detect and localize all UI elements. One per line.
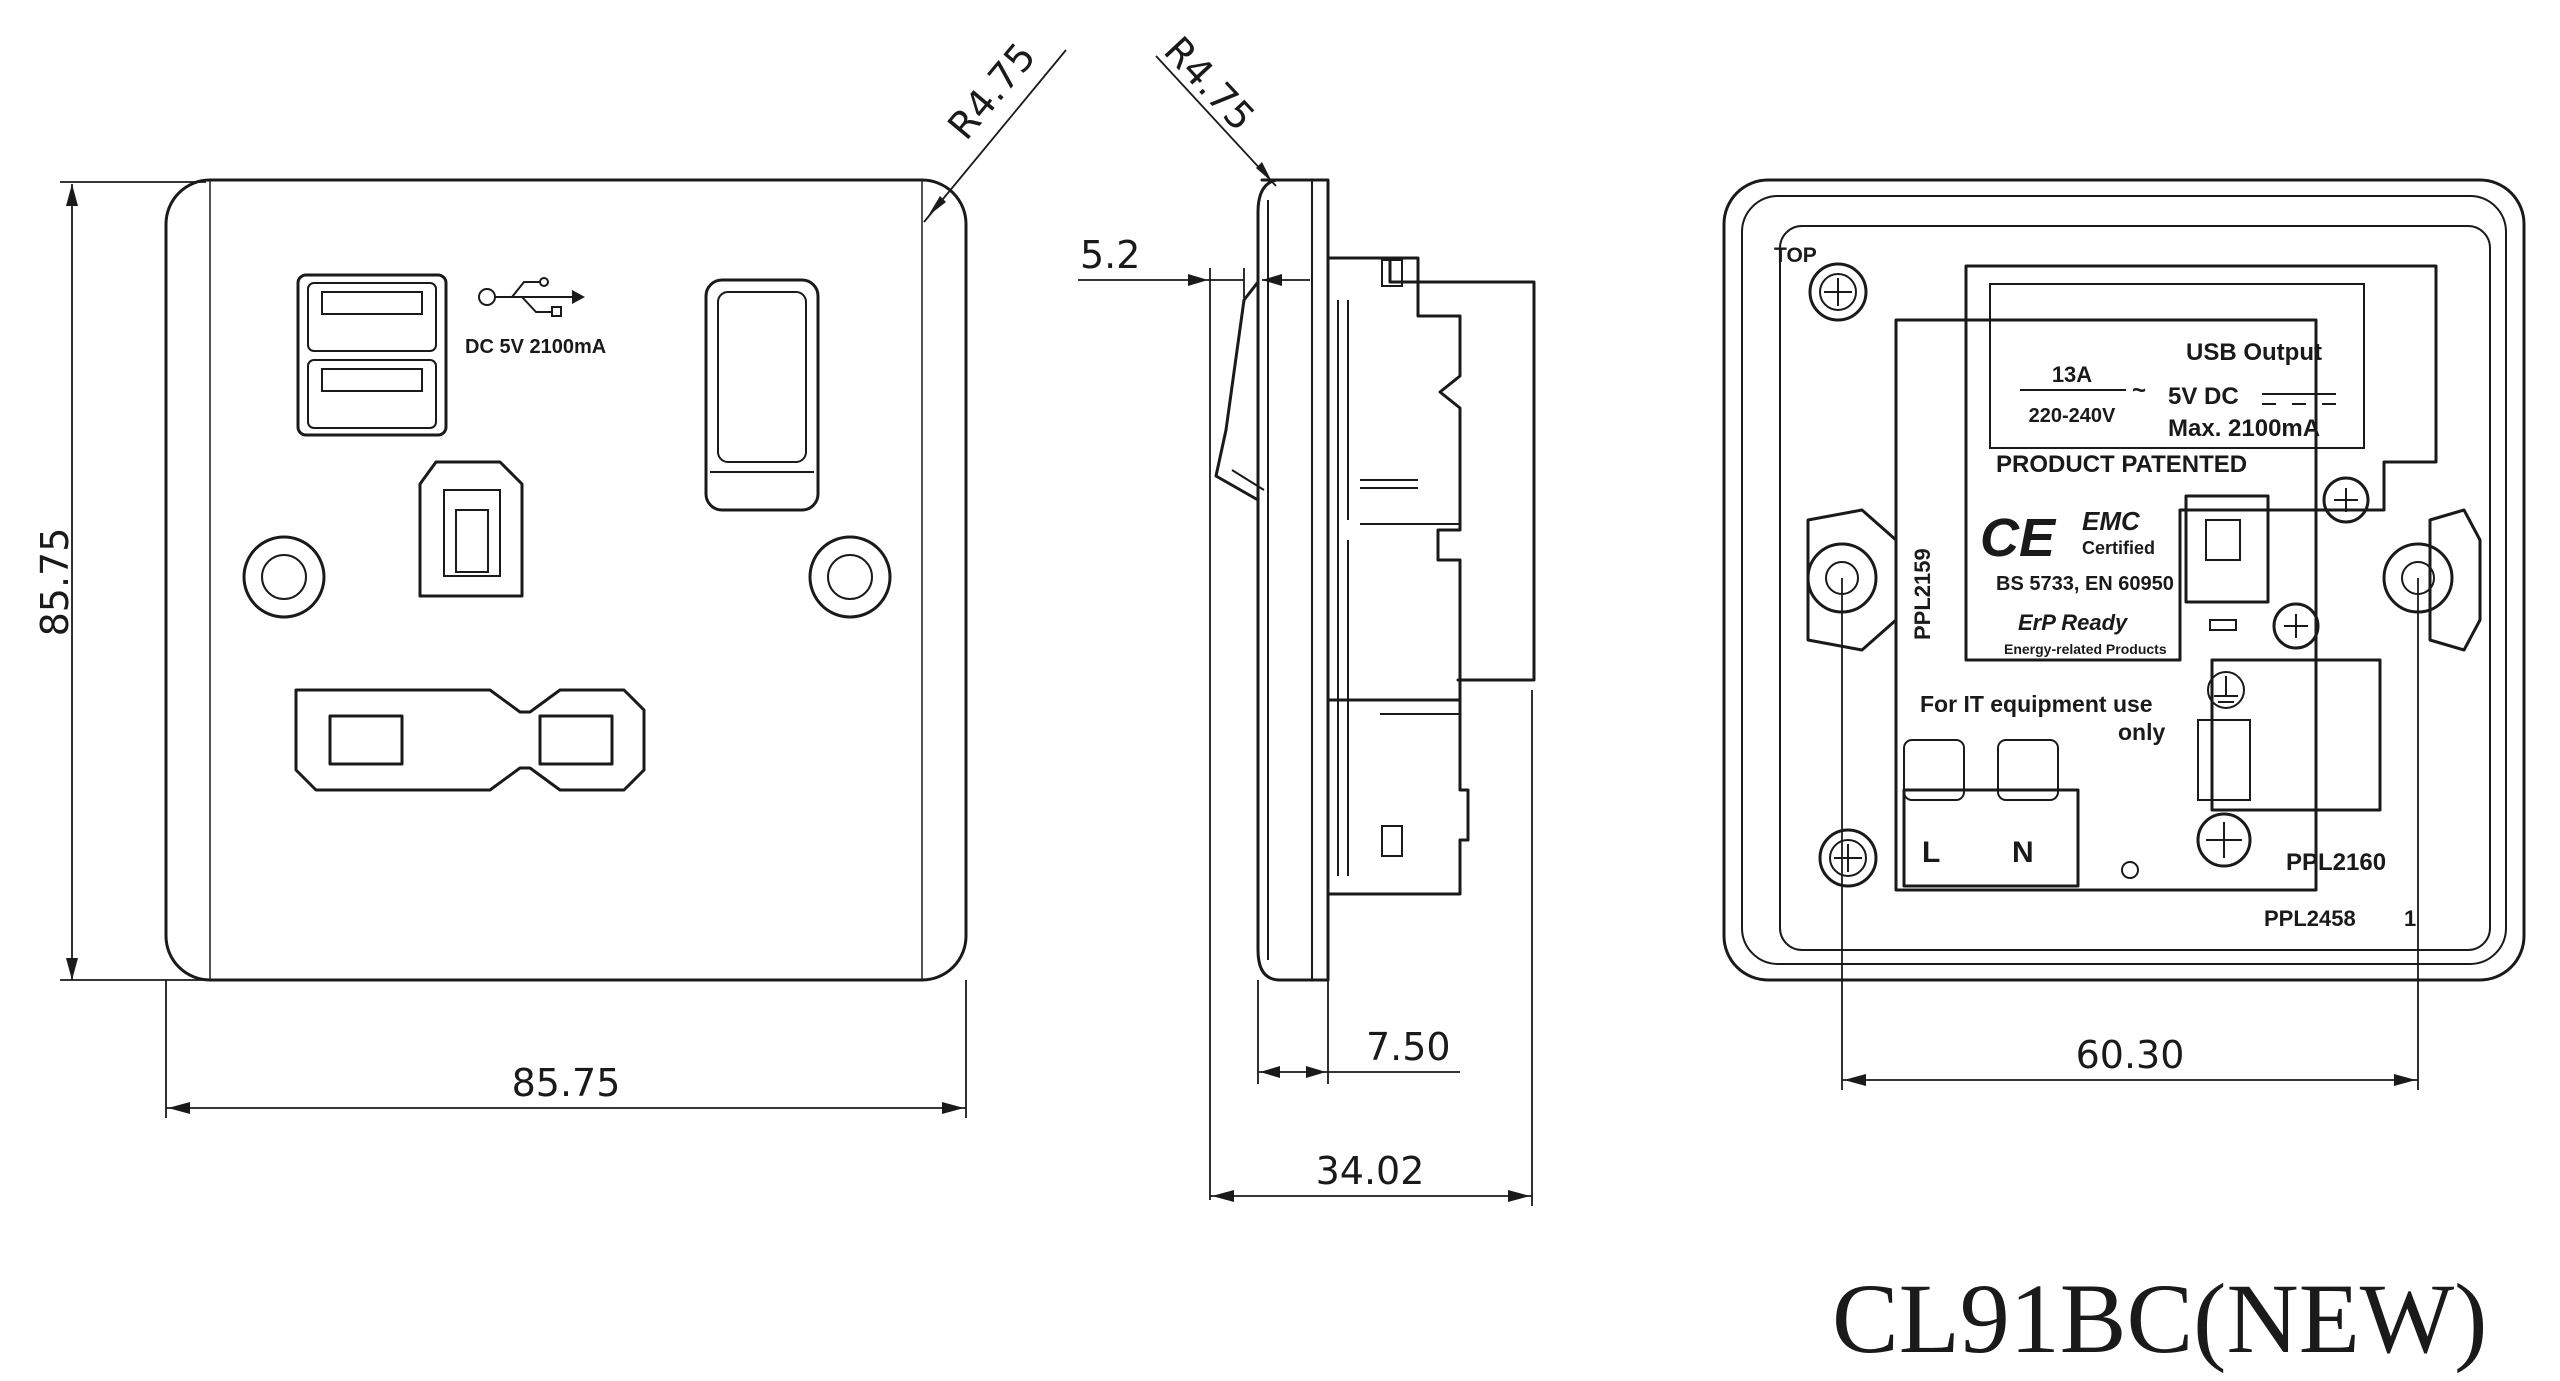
rear-screw-bottom-left — [1818, 828, 1878, 888]
ce-mark: CE — [1980, 508, 2057, 568]
side-radius-value: R4.75 — [1155, 28, 1263, 139]
earth-screw — [2196, 812, 2252, 868]
rear-rating-box — [1989, 283, 2365, 449]
ppl2159-label: PPL2159 — [1910, 548, 1935, 640]
model-title: CL91BC(NEW) — [1832, 1263, 2487, 1374]
earth-pin-slot — [455, 509, 489, 573]
rating-voltage: 220-240V — [2029, 405, 2116, 427]
rear-spacing-value: 60.30 — [2076, 1033, 2185, 1077]
side-view — [1214, 178, 1536, 982]
rear-top-label: TOP — [1774, 244, 1817, 267]
side-faceplate — [1256, 178, 1330, 982]
rev-label: 1 — [2404, 906, 2416, 931]
side-body-upper — [1326, 256, 1462, 702]
ppl2160-label: PPL2160 — [2286, 849, 2386, 876]
live-neutral-outline — [294, 688, 646, 792]
rear-screw-top-left — [1808, 262, 1868, 322]
live-pin-hole — [328, 714, 404, 766]
rear-lug-right — [2428, 508, 2482, 652]
terminal-n-label: N — [2012, 836, 2034, 869]
rating-current: 13A — [2052, 362, 2092, 387]
usb-port-lower-slot — [321, 368, 423, 392]
front-width-value: 85.75 — [512, 1061, 621, 1105]
side-offset-value: 5.2 — [1080, 233, 1140, 277]
rear-spacing-dimension: 60.30 — [1841, 578, 2419, 1090]
usb-output-voltage: 5V DC — [2168, 383, 2239, 410]
front-height-dimension: 85.75 — [33, 181, 206, 981]
rear-switch-module — [2184, 494, 2270, 604]
ac-tilde-icon: ~ — [2132, 377, 2146, 404]
it-use-label-1: For IT equipment use — [1920, 691, 2153, 717]
side-plate-depth-value: 7.50 — [1366, 1025, 1451, 1069]
ppl2458-label: PPL2458 — [2264, 906, 2356, 931]
usb-output-title: USB Output — [2186, 339, 2322, 366]
terminal-screw-l — [1903, 739, 1965, 801]
front-radius-value: R4.75 — [939, 34, 1044, 147]
usb-port-upper — [307, 282, 437, 352]
front-screw-left — [242, 535, 326, 619]
rear-view: TOP 13A 220-240V ~ USB Output 5V DC Max.… — [1722, 178, 2526, 982]
rear-plate-outer — [1722, 178, 2526, 982]
side-total-depth-dimension: 34.02 — [1210, 690, 1533, 1206]
earth-symbol-icon — [2207, 671, 2245, 709]
side-body-rear — [1388, 256, 1536, 682]
usb-output-max: Max. 2100mA — [2168, 415, 2320, 442]
certified-label: Certified — [2082, 538, 2155, 558]
usb-port-lower — [307, 359, 437, 429]
front-radius-dimension: R4.75 — [923, 34, 1067, 223]
earth-terminal-housing — [2210, 658, 2382, 812]
side-offset-dimension: 5.2 — [1078, 233, 1310, 1200]
neutral-pin-hole — [538, 714, 614, 766]
terminal-l-label: L — [1922, 836, 1940, 869]
usb-symbol-icon — [478, 277, 585, 317]
erp-sub-label: Energy-related Products — [2004, 641, 2167, 657]
earth-pin-hole — [418, 460, 524, 598]
it-use-label-2: only — [2118, 719, 2165, 745]
rocker-switch-face — [717, 291, 807, 463]
side-radius-dimension: R4.75 — [1155, 28, 1277, 187]
terminal-screw-n — [1997, 739, 2059, 801]
rear-label-panel — [1964, 264, 2438, 662]
front-faceplate-outer — [164, 178, 968, 982]
usb-port-housing — [296, 273, 448, 437]
front-screw-right — [808, 535, 892, 619]
terminal-block — [1902, 788, 2080, 888]
standards-label: BS 5733, EN 60950 — [1996, 573, 2174, 595]
erp-label: ErP Ready — [2018, 610, 2129, 635]
usb-port-upper-slot — [321, 291, 423, 315]
side-switch-profile — [1214, 280, 1260, 502]
front-faceplate-edge — [209, 179, 923, 981]
earth-pin-shutter — [443, 489, 501, 577]
side-total-depth-value: 34.02 — [1316, 1149, 1425, 1193]
product-patented: PRODUCT PATENTED — [1996, 451, 2247, 478]
front-width-dimension: 85.75 — [165, 980, 967, 1118]
rocker-switch — [704, 278, 820, 512]
rear-screw-right-mid — [2322, 476, 2370, 524]
rear-lug-left — [1806, 508, 1898, 652]
front-view: DC 5V 2100mA — [164, 178, 968, 982]
front-height-value: 85.75 — [33, 528, 77, 637]
rear-screw-right-low — [2272, 602, 2320, 650]
side-plate-depth-dimension: 7.50 — [1257, 980, 1460, 1084]
usb-rating-label: DC 5V 2100mA — [465, 336, 606, 358]
dc-symbol-icon — [2262, 393, 2336, 405]
emc-label: EMC — [2082, 506, 2141, 536]
